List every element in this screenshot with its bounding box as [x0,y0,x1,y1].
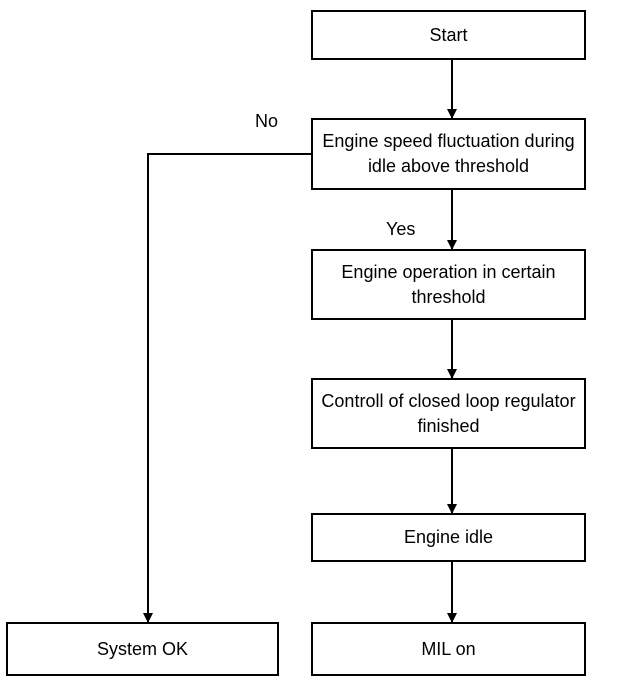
engine-operation-node: Engine operation in certain threshold [311,249,586,320]
yes-label: Yes [386,219,416,239]
engine-idle-node: Engine idle [311,513,586,562]
fluctuation-decision-node: Engine speed fluctuation during idle abo… [311,118,586,190]
no-label: No [255,111,279,131]
engine-idle-label: Engine idle [403,527,494,547]
arrow-fluctuation-to-system-ok [143,153,312,623]
system-ok-label: System OK [96,638,189,659]
fluctuation-decision-label: Engine speed fluctuation during idle abo… [322,131,575,176]
closed-loop-regulator-label: Controll of closed loop regulator finish… [321,390,576,436]
system-ok-node: System OK [6,622,279,676]
start-node-label: Start [429,24,468,45]
start-node: Start [311,10,586,60]
closed-loop-regulator-node: Controll of closed loop regulator finish… [311,378,586,449]
mil-on-node: MIL on [311,622,586,676]
mil-on-label: MIL on [421,638,476,659]
engine-operation-label: Engine operation in certain threshold [341,261,556,307]
